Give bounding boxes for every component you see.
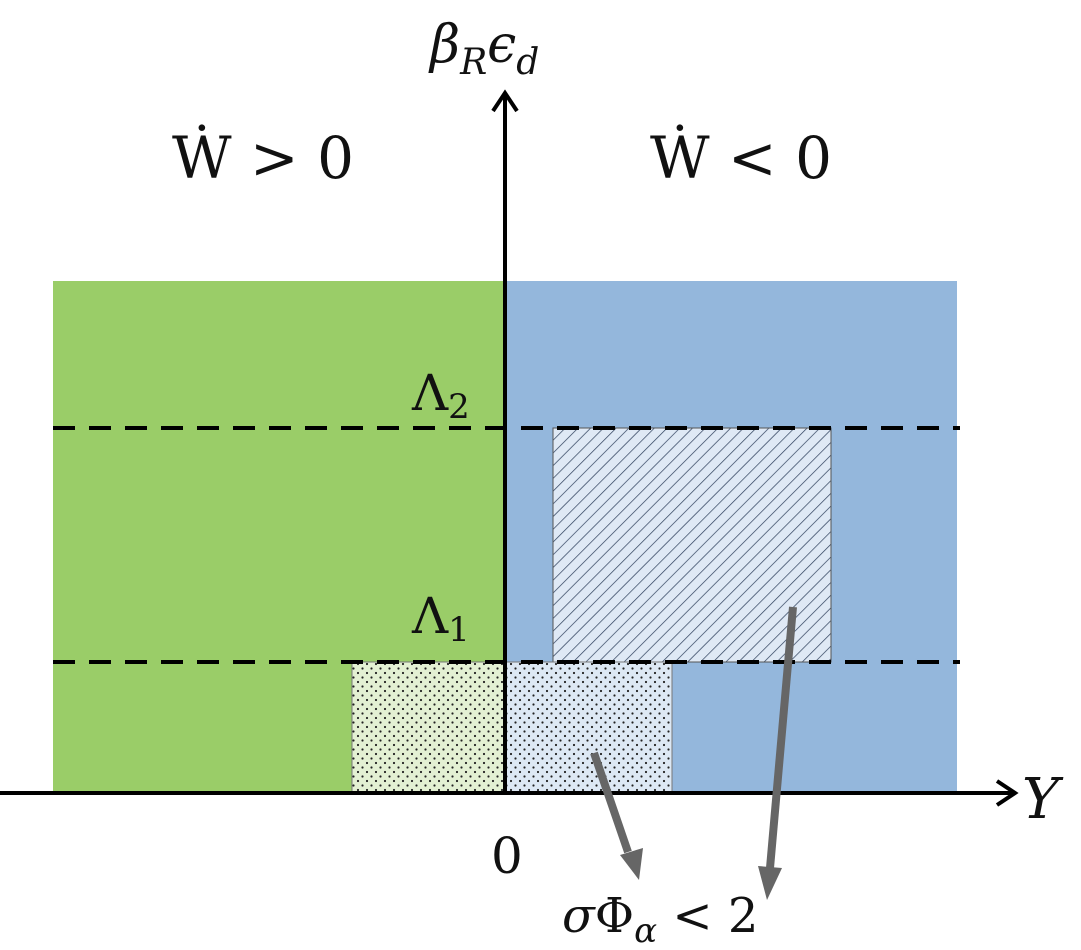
lambda1-symbol: Λ — [411, 587, 449, 645]
annotation-arrow-dotted — [590, 751, 632, 854]
y-axis-label: βRϵd — [428, 15, 539, 83]
y-label-epsilon: ϵ — [487, 15, 516, 75]
lambda2-label: Λ2 — [411, 364, 470, 427]
sigma-symbol: σ — [562, 888, 596, 944]
annotation-arrowhead-hatched — [758, 866, 782, 900]
alpha-subscript: α — [634, 911, 657, 950]
phi-symbol: Φ — [595, 888, 634, 944]
annotation-arrow-hatched — [766, 606, 797, 869]
origin-label: 0 — [491, 827, 523, 885]
lambda1-subscript: 1 — [448, 610, 470, 650]
y-axis-arrowhead — [491, 89, 519, 113]
x-axis-arrowhead — [995, 779, 1019, 807]
x-axis-label: Y — [1022, 767, 1064, 832]
dotted-box-right — [505, 662, 672, 793]
y-label-sub-r: R — [459, 42, 487, 83]
annotation-arrowhead-dotted — [620, 848, 643, 880]
stability-condition-label: σΦα < 2 — [562, 888, 758, 950]
negative-power-label: Ẇ < 0 — [650, 124, 832, 192]
positive-power-label: Ẇ > 0 — [172, 124, 354, 192]
condition-relation: < 2 — [657, 888, 758, 944]
y-label-beta: β — [428, 15, 460, 75]
lambda2-subscript: 2 — [448, 387, 470, 427]
dotted-box-left — [352, 662, 505, 793]
lambda1-label: Λ1 — [411, 587, 470, 650]
hatched-stability-box — [552, 427, 832, 663]
lambda2-symbol: Λ — [411, 364, 449, 422]
y-label-sub-d: d — [516, 42, 539, 83]
